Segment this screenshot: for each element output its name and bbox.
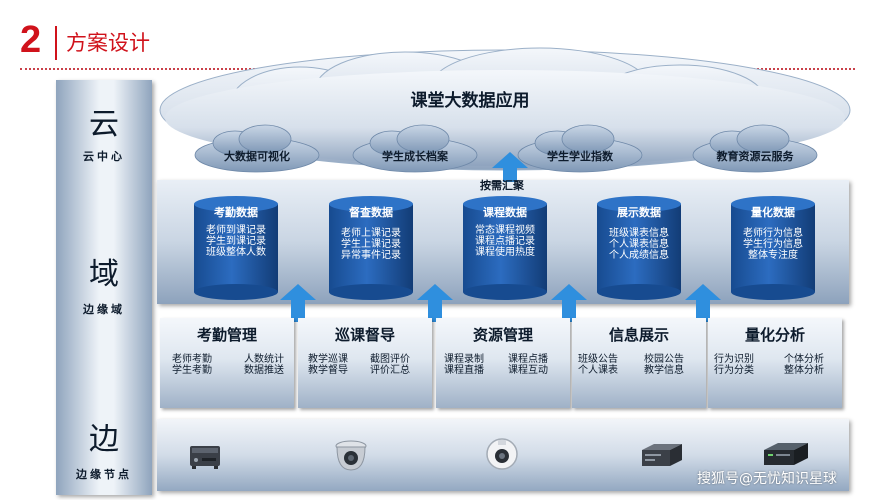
db-title-inspection: 督查数据 xyxy=(349,206,393,219)
cylinder-course xyxy=(463,196,547,300)
module-quantify: 量化分析 行为识别 行为分类 个体分析 整体分析 xyxy=(708,318,842,408)
tier-node-label: 边缘节点 xyxy=(76,468,132,481)
watermark: 搜狐号@无忧知识星球 xyxy=(697,471,837,487)
module-item: 老师考勤 xyxy=(172,354,212,365)
cylinder-display xyxy=(597,196,681,300)
module-item: 评价汇总 xyxy=(370,365,410,376)
service-cloud-1 xyxy=(194,124,320,173)
module-item: 班级公告 xyxy=(578,354,618,365)
cloud-center-shape xyxy=(159,47,851,173)
module-item: 学生考勤 xyxy=(172,365,212,376)
server-icon xyxy=(642,444,682,466)
upload-arrows xyxy=(280,284,721,322)
cylinder-quantify xyxy=(731,196,815,300)
module-item: 校园公告 xyxy=(644,354,684,365)
service-cloud-2 xyxy=(352,124,478,173)
module-attendance: 考勤管理 老师考勤 学生考勤 人数统计 数据推送 xyxy=(160,318,294,408)
header-divider xyxy=(55,26,57,60)
service-visualization: 大数据可视化 xyxy=(224,150,290,163)
module-info-display: 信息展示 班级公告 个人课表 校园公告 教学信息 xyxy=(572,318,706,408)
service-academic-index: 学生学业指数 xyxy=(547,150,613,163)
module-item: 教学信息 xyxy=(644,365,684,376)
db-line: 老师上课记录 xyxy=(341,228,401,239)
module-title: 资源管理 xyxy=(472,326,533,344)
ptz-camera-icon xyxy=(486,438,518,470)
db-line: 个人课表信息 xyxy=(609,239,669,250)
tier-column: 云 云中心 域 边缘域 边 边缘节点 xyxy=(56,80,152,495)
cylinder-inspection xyxy=(329,196,413,300)
db-title-display: 展示数据 xyxy=(617,206,661,219)
module-item: 行为识别 xyxy=(714,354,754,365)
up-arrow-icon xyxy=(551,284,587,322)
db-line: 学生上课记录 xyxy=(341,239,401,250)
db-line: 班级课表信息 xyxy=(609,228,669,239)
tier-cloud-char: 云 xyxy=(89,107,119,142)
module-item: 个人课表 xyxy=(578,365,618,376)
cylinder-attendance xyxy=(194,196,278,300)
db-line: 个人成绩信息 xyxy=(609,250,669,261)
db-line: 课程点播记录 xyxy=(475,236,535,247)
db-line: 老师到课记录 xyxy=(206,225,266,236)
service-cloud-3 xyxy=(517,124,643,173)
tier-domain-char: 域 xyxy=(89,257,119,292)
up-arrow-icon xyxy=(280,284,316,322)
module-title: 考勤管理 xyxy=(196,326,257,344)
module-item: 截图评价 xyxy=(370,354,410,365)
db-title-attendance: 考勤数据 xyxy=(214,206,258,219)
module-item: 课程点播 xyxy=(508,354,548,365)
module-title: 信息展示 xyxy=(608,326,669,344)
module-item: 教学督导 xyxy=(308,365,348,376)
db-line: 老师行为信息 xyxy=(743,228,803,239)
dome-camera-icon xyxy=(335,440,367,471)
module-item: 人数统计 xyxy=(244,354,284,365)
module-item: 教学巡课 xyxy=(308,354,348,365)
db-line: 常态课程视频 xyxy=(475,225,535,236)
db-line: 班级整体人数 xyxy=(206,247,266,258)
db-title-quantify: 量化数据 xyxy=(751,206,795,219)
on-demand-aggregation-label: 按需汇聚 xyxy=(480,179,524,192)
service-edu-resource: 教育资源云服务 xyxy=(716,150,794,163)
module-item: 课程互动 xyxy=(508,365,548,376)
service-cloud-4 xyxy=(692,124,818,173)
section-number: 2 xyxy=(20,19,42,61)
module-item: 个体分析 xyxy=(784,354,824,365)
cloud-title: 课堂大数据应用 xyxy=(410,91,530,111)
module-item: 课程直播 xyxy=(444,365,484,376)
aggregate-arrow-icon xyxy=(492,152,528,182)
db-line: 学生到课记录 xyxy=(206,236,266,247)
module-title: 巡课督导 xyxy=(334,326,395,344)
tier-cloud-label: 云中心 xyxy=(83,150,125,163)
db-line: 异常事件记录 xyxy=(341,250,401,261)
database-cylinders xyxy=(194,196,815,300)
module-resource: 资源管理 课程录制 课程直播 课程点播 课程互动 xyxy=(436,318,570,408)
module-item: 整体分析 xyxy=(784,365,824,376)
tier-node-char: 边 xyxy=(89,422,119,457)
tier-domain-label: 边缘域 xyxy=(83,303,125,316)
nvr-icon xyxy=(764,443,808,465)
db-line: 学生行为信息 xyxy=(743,239,803,250)
up-arrow-icon xyxy=(685,284,721,322)
module-item: 行为分类 xyxy=(714,365,754,376)
service-growth-archive: 学生成长档案 xyxy=(382,150,448,163)
module-title: 量化分析 xyxy=(744,326,805,344)
recorder-icon xyxy=(190,446,220,469)
db-line: 整体专注度 xyxy=(748,250,798,261)
module-item: 数据推送 xyxy=(244,365,284,376)
module-inspection: 巡课督导 教学巡课 教学督导 截图评价 评价汇总 xyxy=(298,318,432,408)
up-arrow-icon xyxy=(417,284,453,322)
db-line: 课程使用热度 xyxy=(475,247,535,258)
page-title: 方案设计 xyxy=(66,31,150,55)
module-item: 课程录制 xyxy=(444,354,484,365)
db-title-course: 课程数据 xyxy=(483,206,527,219)
